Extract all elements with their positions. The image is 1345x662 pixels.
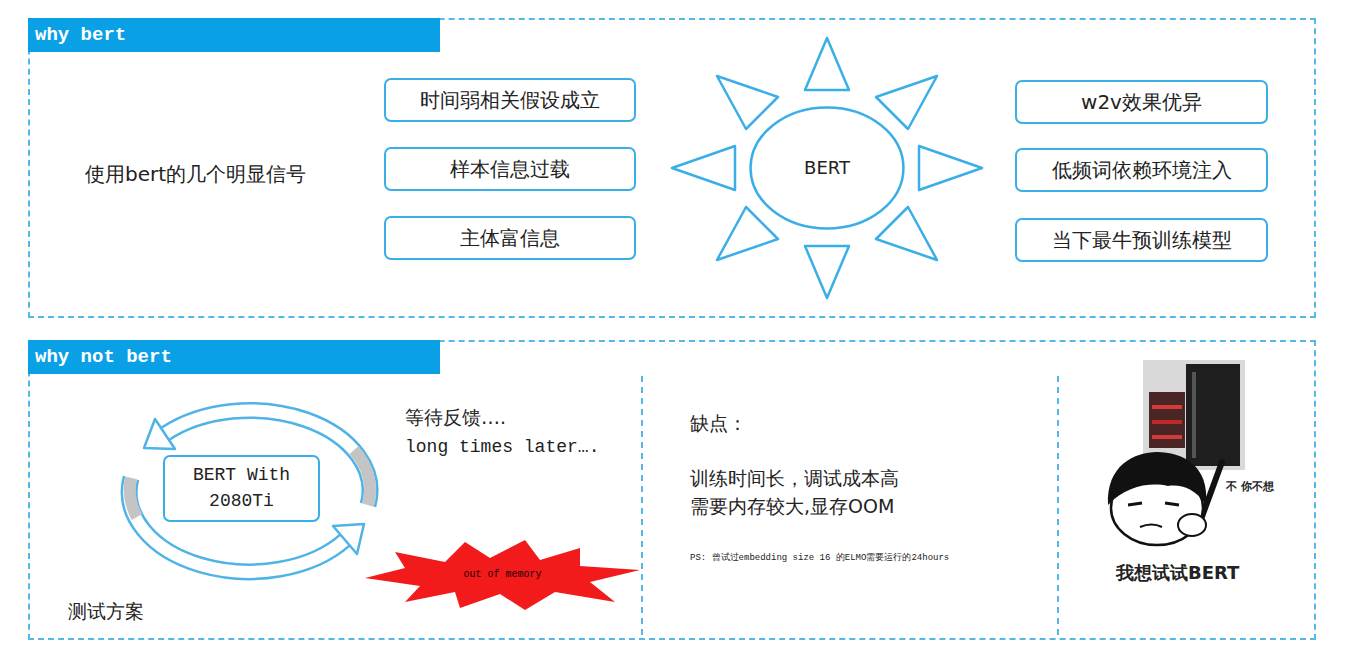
node-text: 低频词依赖环境注入 — [1052, 156, 1232, 184]
sun-ray — [672, 38, 982, 298]
node-text: BERT — [804, 155, 850, 180]
oom-burst: out of memory — [365, 540, 640, 610]
panel-heading: why bert — [28, 18, 440, 52]
node-text: 时间弱相关假设成立 — [420, 86, 600, 114]
node-text: BERT With 2080Ti — [175, 463, 308, 513]
section-panel: why not bertBERT With 2080Ti out of memor… — [28, 340, 1316, 640]
panel-heading: why not bert — [28, 340, 440, 374]
meme-picture — [1108, 360, 1245, 545]
note-text: long times later…. — [405, 437, 599, 457]
drawback-heading: 缺点： — [690, 411, 747, 437]
footnote: PS: 曾试过embedding size 16 的ELMO需要运行的24hou… — [690, 551, 949, 564]
node-text: w2v效果优异 — [1081, 88, 1202, 116]
cycle-arrows — [129, 410, 370, 571]
node-text: 主体富信息 — [460, 224, 560, 252]
signal-box: 样本信息过载 — [384, 147, 636, 191]
signal-box: w2v效果优异 — [1015, 80, 1268, 124]
signal-box: 时间弱相关假设成立 — [384, 78, 636, 122]
signal-box: 当下最牛预训练模型 — [1015, 218, 1268, 262]
meme-caption: 我想试试BERT — [1116, 561, 1239, 585]
section-divider — [642, 376, 1058, 638]
node-text: out of memory — [463, 568, 541, 582]
meme-caption: 不 你不想 — [1226, 479, 1274, 494]
setup-box: BERT With 2080Ti — [163, 455, 320, 522]
drawback-text: 训练时间长，调试成本高 — [690, 466, 899, 492]
note-text: 等待反馈…. — [405, 405, 506, 431]
drawback-text: 需要内存较大,显存OOM — [690, 494, 894, 520]
signal-caption: 使用bert的几个明显信号 — [85, 161, 306, 188]
node-text: 样本信息过载 — [450, 155, 570, 183]
section-caption: 测试方案 — [68, 599, 144, 625]
signal-box: 低频词依赖环境注入 — [1015, 148, 1268, 192]
node-text: 当下最牛预训练模型 — [1052, 226, 1232, 254]
signal-box: 主体富信息 — [384, 216, 636, 260]
bert-ellipse: BERT — [749, 105, 905, 231]
